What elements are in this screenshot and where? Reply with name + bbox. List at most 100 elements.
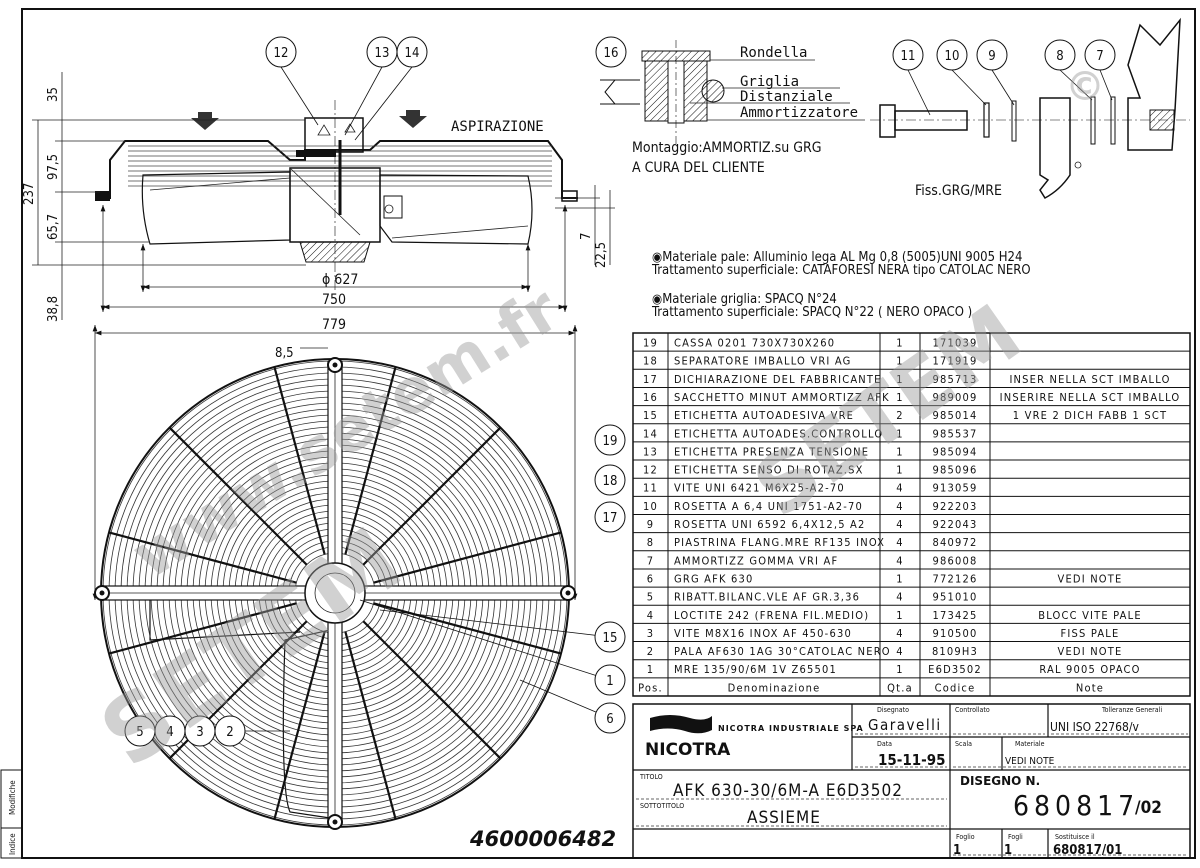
material-notes: ◉Materiale pale: Alluminio lega AL Mg 0,… <box>651 250 1031 320</box>
balloon-10: 10 <box>936 39 987 106</box>
airflow-arrow-icon <box>191 112 219 130</box>
grille-spoke <box>273 366 326 555</box>
dim-97-5: 97,5 <box>46 154 61 180</box>
fixing-label: Fiss.GRG/MRE <box>915 183 1002 199</box>
sheet-value: 1 <box>953 843 961 858</box>
washer-7 <box>1110 96 1116 145</box>
bom-cell-qty: 1 <box>896 391 904 404</box>
bom-cell-pos: 19 <box>643 337 658 350</box>
note-blade-material: ◉Materiale pale: Alluminio lega AL Mg 0,… <box>652 250 1022 265</box>
date-value: 15-11-95 <box>878 751 946 769</box>
airflow-arrow-icon <box>399 110 427 128</box>
balloon-7: 7 <box>1084 39 1116 101</box>
grille-spoke <box>344 366 397 555</box>
svg-text:14: 14 <box>405 46 420 61</box>
bom-cell-qty: 4 <box>896 645 904 658</box>
bom-cell-pos: 12 <box>643 464 658 477</box>
bom-cell-code: 772126 <box>933 572 978 585</box>
bom-cell-code: 951010 <box>933 591 978 604</box>
note-grille-material: ◉Materiale griglia: SPACQ N°24 <box>652 292 837 307</box>
right-foot <box>561 190 578 202</box>
bom-cell-pos: 13 <box>643 445 658 458</box>
svg-text:17: 17 <box>603 511 618 526</box>
bom-cell-code: 173425 <box>933 609 978 622</box>
mounting-note-2: A CURA DEL CLIENTE <box>632 160 765 176</box>
grille-spoke <box>168 426 308 566</box>
bom-cell-qty: 1 <box>896 663 904 676</box>
bom-header-qty: Qt.a <box>887 681 913 694</box>
bom-header-name: Denominazione <box>728 681 821 694</box>
svg-text:15: 15 <box>603 631 618 646</box>
bom-cell-note: RAL 9005 OPACO <box>1039 663 1140 676</box>
drawing-revision: /02 <box>1135 798 1162 818</box>
bom-cell-pos: 10 <box>643 500 658 513</box>
grille-spoke <box>373 602 562 655</box>
bom-cell-code: 922043 <box>933 518 978 531</box>
bom-header-code: Codice <box>935 681 976 694</box>
bom-cell-pos: 6 <box>647 572 655 585</box>
balloon-9: 9 <box>976 39 1015 106</box>
blade-outline-lower <box>282 629 331 819</box>
bom-cell-name: ETICHETTA AUTOADESIVA VRE <box>674 409 854 422</box>
bom-cell-code: 8109H3 <box>932 645 978 658</box>
mounting-holes <box>94 357 576 830</box>
left-foot <box>95 191 110 201</box>
note-grille-treatment: Trattamento superficiale: SPACQ N°22 ( N… <box>651 305 972 320</box>
bom-cell-qty: 1 <box>896 373 904 386</box>
bom-cell-qty: 4 <box>896 536 904 549</box>
balloon-12: 12 <box>265 36 319 126</box>
bom-cell-pos: 14 <box>643 427 658 440</box>
dim-35: 35 <box>46 87 61 102</box>
dim-779: 779 <box>322 317 346 333</box>
right-blade <box>379 174 533 245</box>
terminal-box <box>304 117 364 153</box>
nicotra-logo-text: NICOTRA <box>645 740 731 760</box>
bom-cell-qty: 1 <box>896 337 904 350</box>
bom-cell-code: 985014 <box>933 409 978 422</box>
balloon-15: 15 <box>379 609 626 653</box>
bom-cell-qty: 1 <box>896 355 904 368</box>
title-label: TITOLO <box>639 773 663 781</box>
grille-spoke <box>108 602 297 655</box>
bolt-head <box>879 104 896 138</box>
svg-text:7: 7 <box>1096 49 1103 64</box>
replaces-value: 680817/01 <box>1053 843 1122 858</box>
bom-cell-code: 989009 <box>933 391 978 404</box>
bom-cell-pos: 3 <box>647 627 655 640</box>
bom-cell-note: INSER NELLA SCT IMBALLO <box>1009 373 1170 386</box>
tolerance-value: UNI ISO 22768/v <box>1050 720 1140 734</box>
grille-spokes <box>108 366 562 820</box>
label-ammortizzatore: Ammortizzatore <box>740 105 858 121</box>
title-block: NICOTRA NICOTRA INDUSTRIALE SPA Disegnat… <box>632 703 1191 859</box>
bom-cell-note: VEDI NOTE <box>1058 645 1123 658</box>
dim-750: 750 <box>322 292 346 308</box>
label-distanziale: Distanziale <box>740 89 833 105</box>
bom-cell-code: 985537 <box>933 427 978 440</box>
bom-cell-qty: 4 <box>896 482 904 495</box>
svg-text:3: 3 <box>196 725 203 740</box>
drawing-number-label: DISEGNO N. <box>960 774 1040 788</box>
bom-cell-qty: 4 <box>896 518 904 531</box>
bom-cell-qty: 1 <box>896 427 904 440</box>
bom-cell-qty: 4 <box>896 500 904 513</box>
bom-cell-pos: 17 <box>643 373 658 386</box>
bom-cell-pos: 16 <box>643 391 658 404</box>
bom-cell-qty: 4 <box>896 627 904 640</box>
svg-text:12: 12 <box>274 46 289 61</box>
sheet-label: Foglio <box>956 833 975 841</box>
note-blade-treatment: Trattamento superficiale: CATAFORESI NER… <box>651 263 1031 278</box>
flange-plate-8-shape <box>1039 97 1071 199</box>
mounting-note-1: Montaggio:AMMORTIZ.su GRG <box>632 140 822 156</box>
bom-cell-name: GRG AFK 630 <box>674 572 754 585</box>
mounting-hole-center <box>332 819 338 825</box>
bolt-shank <box>894 110 968 131</box>
bom-cell-name: AMMORTIZZ GOMMA VRI AF <box>674 554 838 567</box>
modifiche-label: Modifiche <box>8 780 17 815</box>
dim-22-5: 22,5 <box>594 242 609 268</box>
part-number: 4600006482 <box>469 827 616 851</box>
mounting-hole-center <box>565 590 571 596</box>
bom-cell-pos: 15 <box>643 409 658 422</box>
svg-text:10: 10 <box>945 49 960 64</box>
